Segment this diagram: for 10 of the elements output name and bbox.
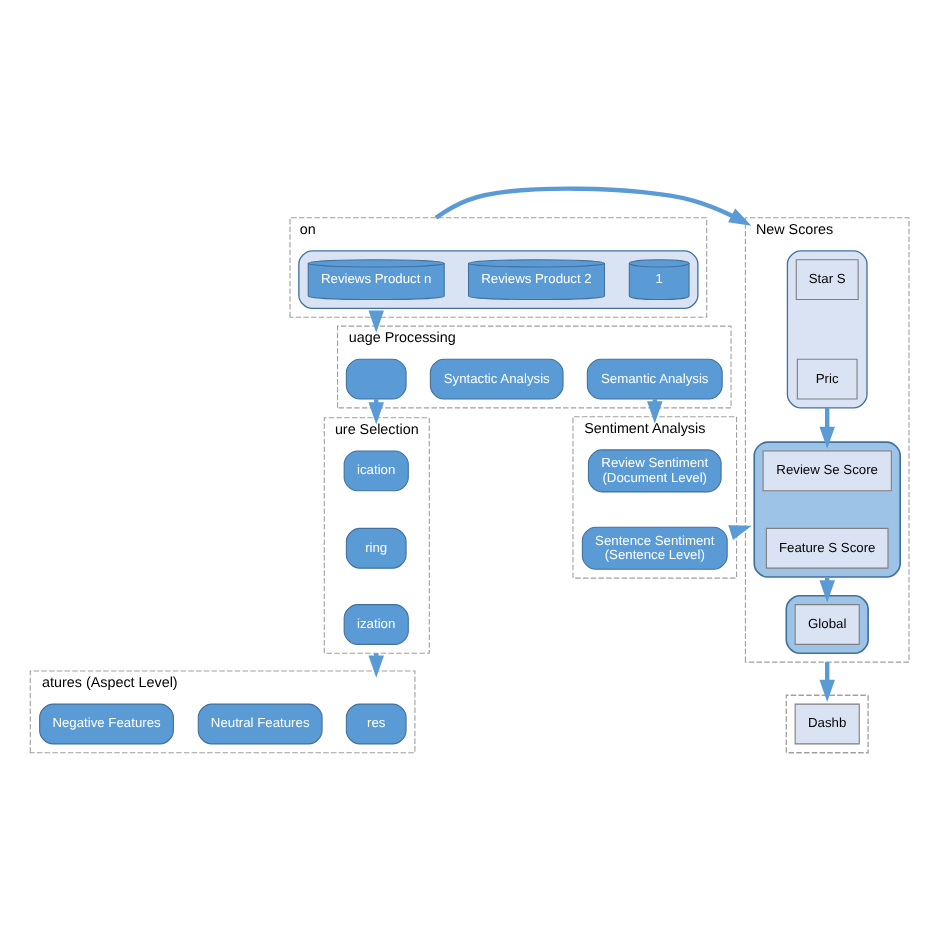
arrow — [819, 406, 835, 448]
cluster — [298, 249, 699, 309]
cluster — [786, 249, 868, 408]
arrow — [434, 185, 752, 225]
node-box — [345, 357, 407, 399]
cluster — [785, 593, 869, 654]
arrow — [819, 661, 835, 701]
cluster — [753, 440, 901, 577]
cluster — [785, 693, 869, 753]
arrow — [368, 309, 384, 332]
